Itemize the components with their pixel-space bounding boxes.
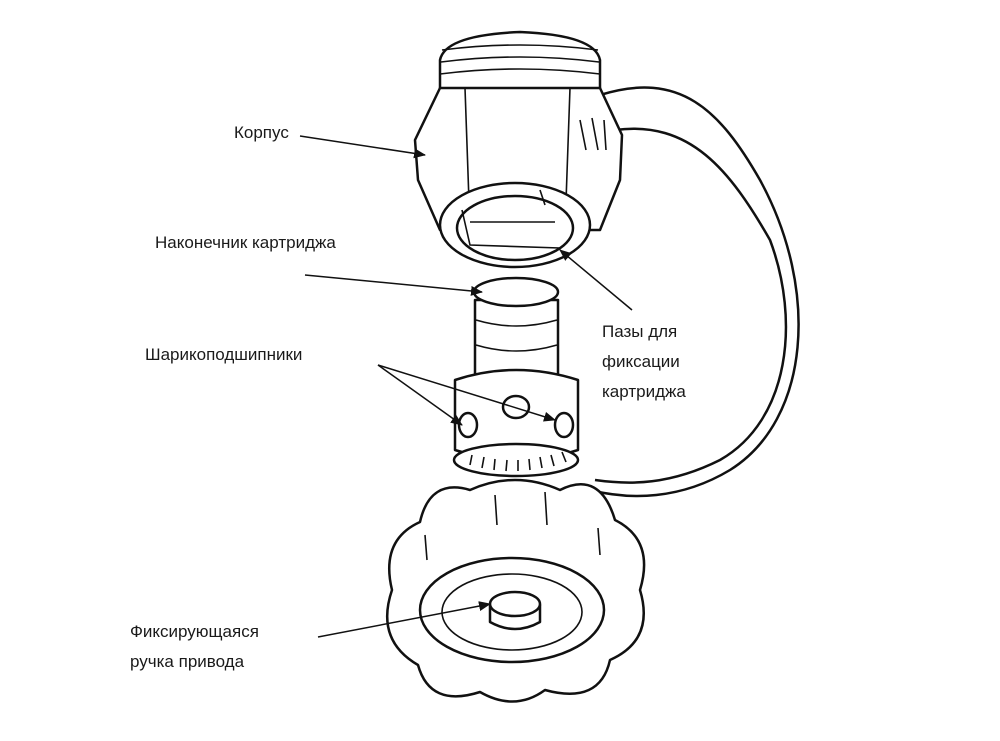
label-line: Фиксирующаяся xyxy=(130,622,259,641)
ball-bearing xyxy=(501,394,531,420)
label-ball-bearings: Шарикоподшипники xyxy=(145,345,303,364)
handle-leader xyxy=(317,601,491,638)
label-cartridge-tip: Наконечник картриджа xyxy=(155,233,336,252)
label-cartridge-slots: Пазы для фиксации картриджа xyxy=(602,317,686,407)
label-line: Пазы для xyxy=(602,322,678,341)
label-line: картриджа xyxy=(602,382,686,401)
label-line: фиксации xyxy=(602,352,680,371)
ball-bearing xyxy=(553,411,575,439)
locking-handle xyxy=(385,478,646,703)
housing xyxy=(413,30,624,269)
tip-leader xyxy=(304,274,483,296)
label-line: ручка привода xyxy=(130,652,245,671)
graduated-ring xyxy=(452,442,580,478)
bearing-leader xyxy=(377,364,463,426)
slots-leader xyxy=(559,249,633,311)
housing-leader xyxy=(299,135,426,159)
label-locking-handle: Фиксирующаяся ручка привода xyxy=(130,617,259,677)
label-housing: Корпус xyxy=(234,123,289,142)
retaining-strap xyxy=(589,86,800,498)
bearing-leader xyxy=(377,364,556,422)
cartridge xyxy=(452,276,580,478)
handle-button xyxy=(488,590,542,618)
